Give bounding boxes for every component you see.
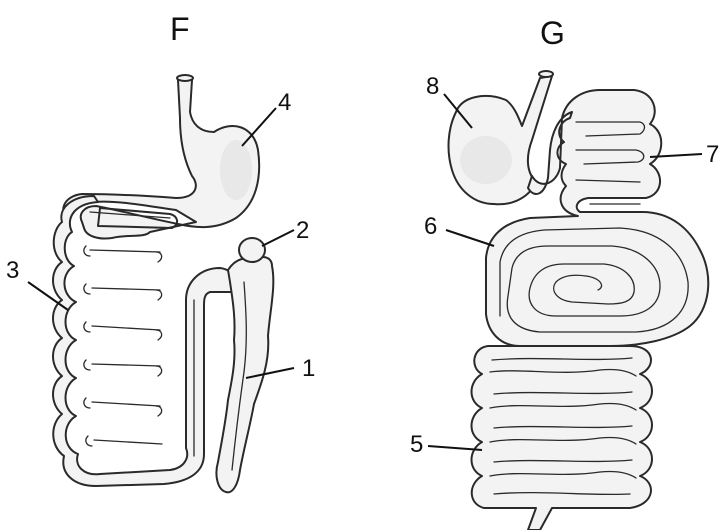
diagram-g-title: G	[540, 15, 565, 51]
diagram-g-label-6: 6	[424, 213, 437, 240]
diagram-g-leader-6	[446, 230, 494, 246]
diagram-f-label-2: 2	[296, 217, 309, 244]
diagram-f-label-1: 1	[302, 355, 315, 382]
diagram-f-title: F	[170, 11, 190, 47]
diagram-g-label-5: 5	[410, 431, 423, 458]
diagram-f-leader-2	[262, 230, 294, 246]
diagram-g: G 8 7 6 5	[410, 15, 719, 530]
diagram-f-label-3: 3	[6, 257, 19, 284]
diagram-g-label-7: 7	[706, 141, 719, 168]
diagram-f-caecum	[239, 238, 265, 262]
diagram-f-leader-4	[242, 108, 276, 146]
diagram-f: F 4 2 3 1	[6, 11, 315, 492]
diagram-f-label-4: 4	[278, 89, 291, 116]
diagram-g-lower-loops	[472, 346, 653, 530]
diagram-f-small-intestine	[53, 196, 234, 486]
diagram-g-label-8: 8	[426, 73, 439, 100]
